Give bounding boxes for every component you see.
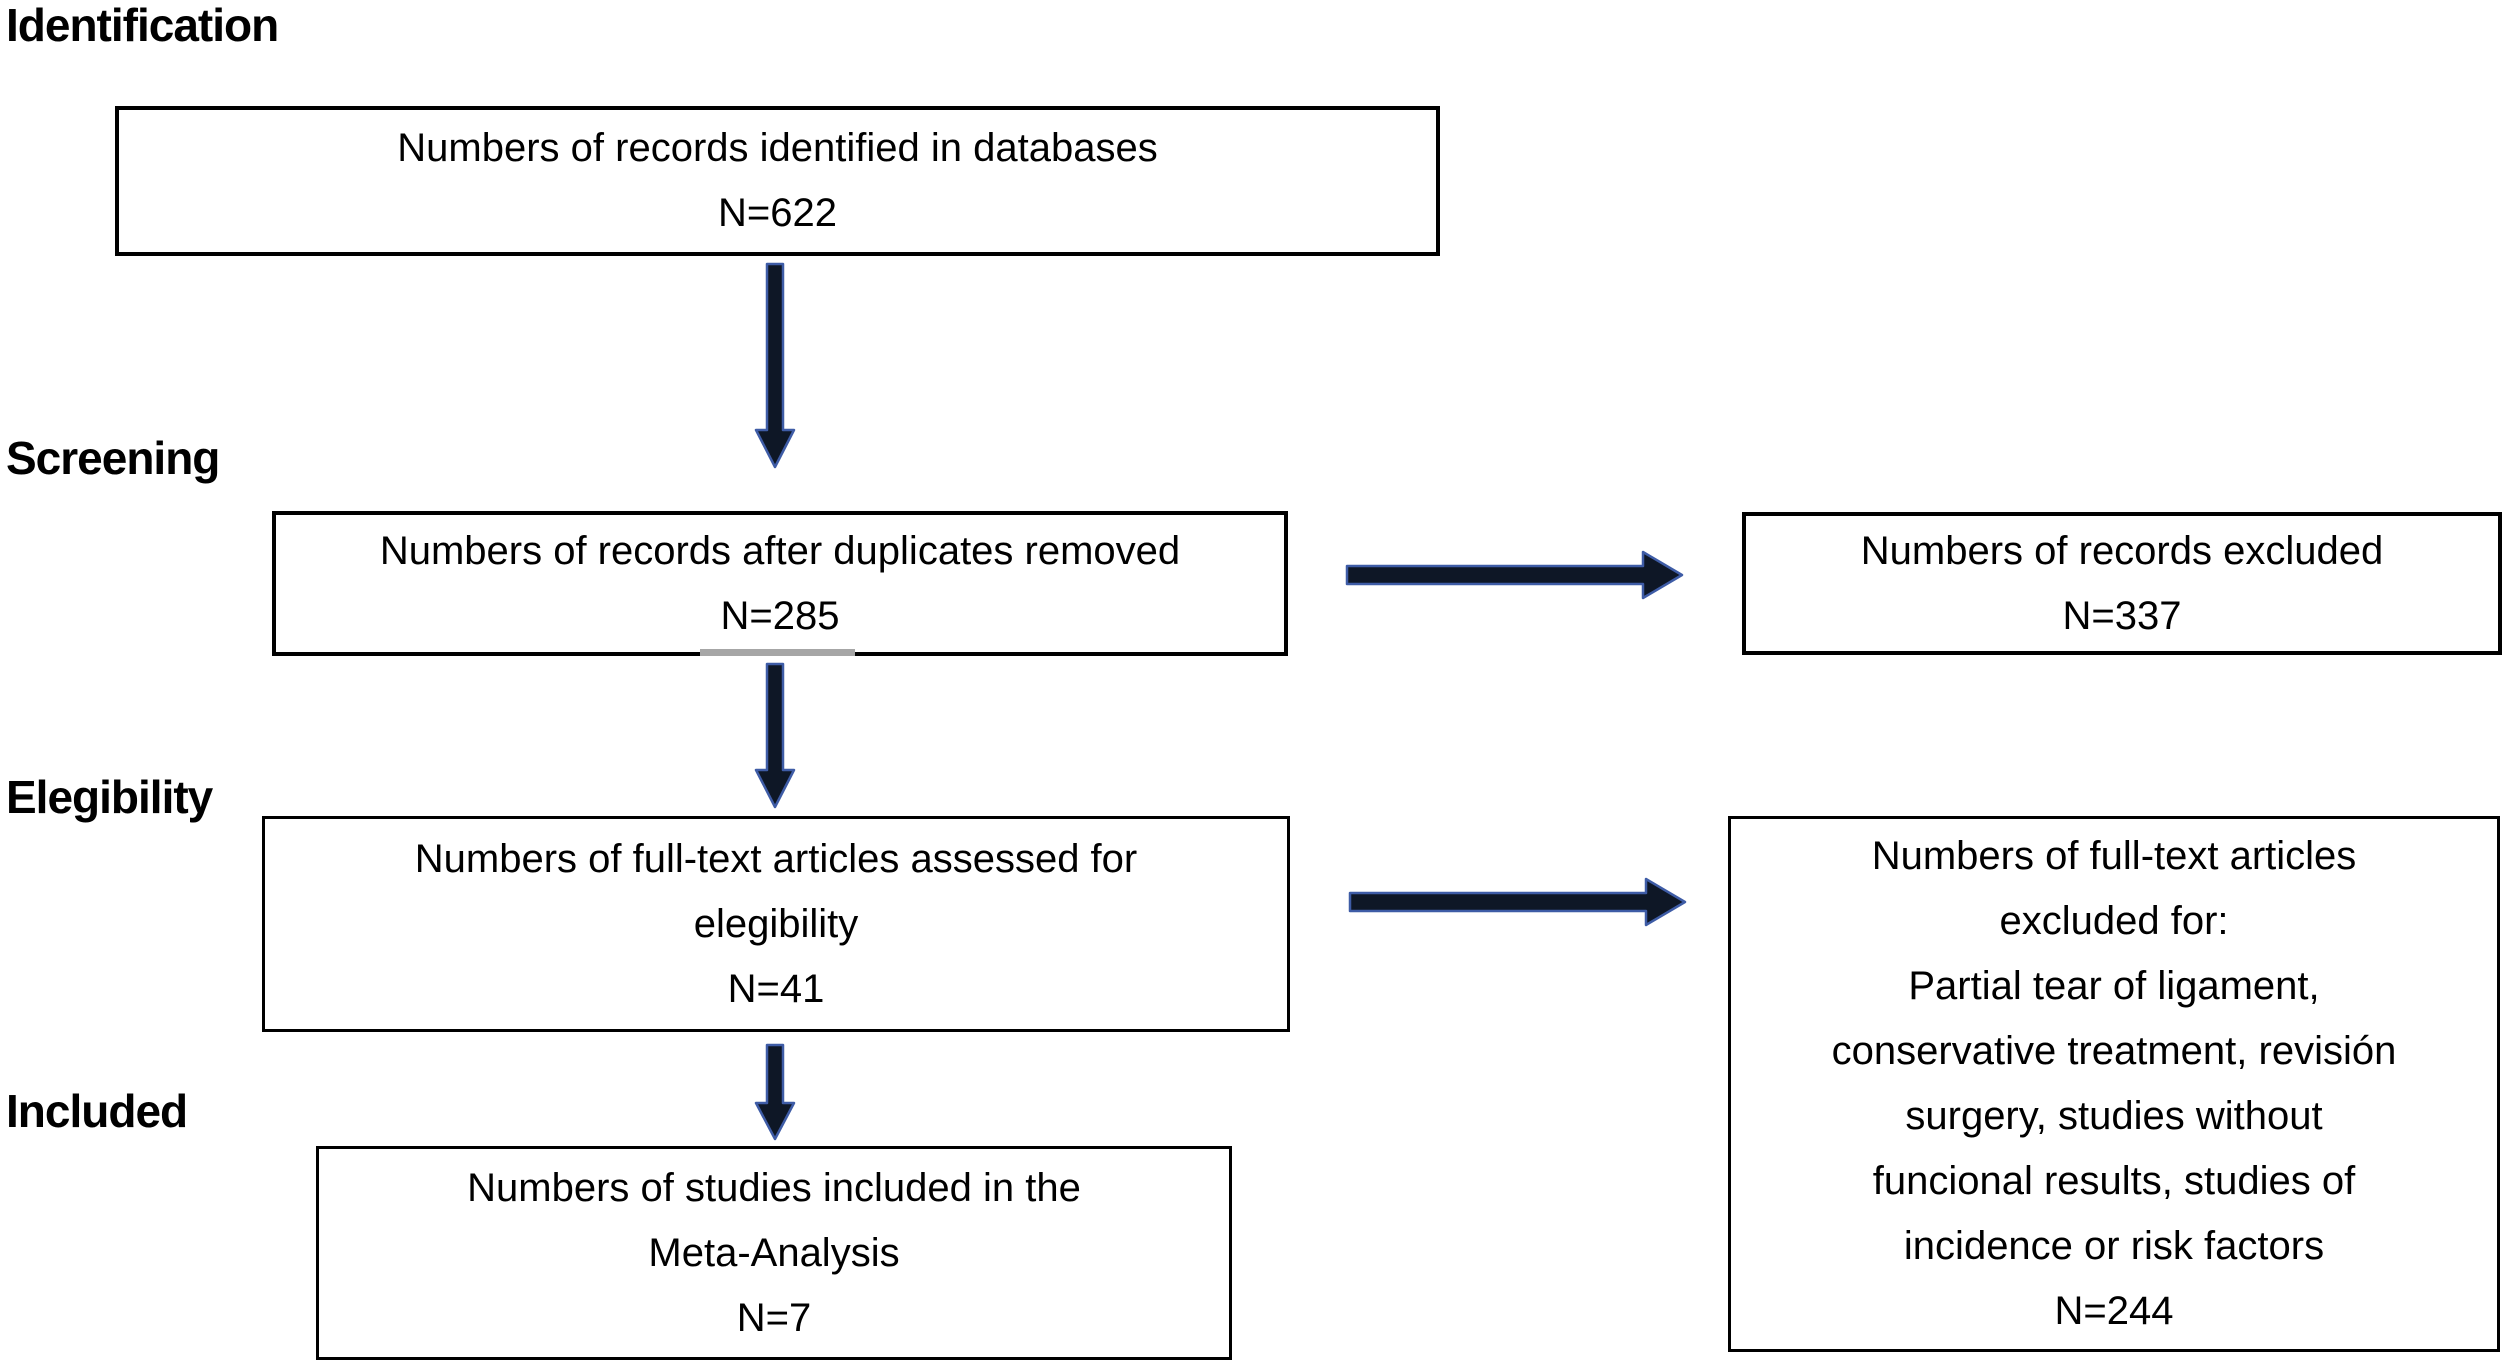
box-records-identified: Numbers of records identified in databas… — [115, 106, 1440, 256]
stage-label-included: Included — [6, 1085, 188, 1137]
box-border-gray-mark — [700, 649, 855, 656]
box-studies-included: Numbers of studies included in the Meta-… — [316, 1146, 1232, 1360]
arrow-down-identification-to-screening-icon — [754, 262, 796, 469]
box-records-excluded-text: Numbers of records excluded N=337 — [1860, 528, 2384, 638]
box-studies-included-text: Numbers of studies included in the Meta-… — [467, 1165, 1081, 1340]
box-fulltext-excluded-text: Numbers of full-text articles excluded f… — [1831, 834, 2397, 1333]
stage-label-elegibility: Elegibility — [6, 771, 213, 823]
arrow-down-screening-to-elegibility-icon — [754, 662, 796, 809]
arrow-down-elegibility-to-included-icon — [754, 1043, 796, 1141]
box-records-identified-text: Numbers of records identified in databas… — [397, 126, 1158, 235]
arrow-right-to-records-excluded-icon — [1345, 550, 1684, 600]
arrow-right-to-fulltext-excluded-icon — [1348, 877, 1687, 927]
box-fulltext-assessed-text: Numbers of full-text articles assessed f… — [414, 836, 1138, 1011]
box-records-excluded: Numbers of records excluded N=337 — [1742, 512, 2502, 655]
box-fulltext-excluded: Numbers of full-text articles excluded f… — [1728, 816, 2500, 1352]
box-fulltext-assessed: Numbers of full-text articles assessed f… — [262, 816, 1290, 1032]
stage-label-identification: Identification — [6, 0, 279, 51]
box-records-after-duplicates: Numbers of records after duplicates remo… — [272, 511, 1288, 656]
stage-label-screening: Screening — [6, 432, 220, 484]
box-records-after-duplicates-text: Numbers of records after duplicates remo… — [379, 528, 1181, 638]
